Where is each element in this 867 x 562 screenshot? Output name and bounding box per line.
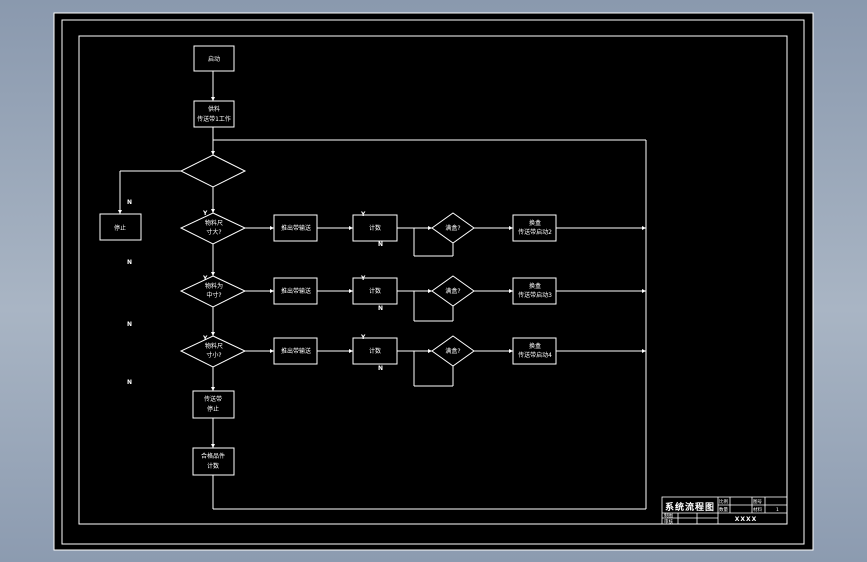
marker-yes-count-2: Y [360,275,366,282]
node-push-1 [273,214,318,242]
label-pack-2b: 传送带启动3 [518,291,552,299]
node-check-1 [179,212,247,245]
label-total-a: 合格品件 [201,452,225,460]
label-full-2: 满盒? [445,287,460,295]
label-push-1: 推出带输送 [281,224,311,232]
title-block-cell-material: 材料 [753,506,762,513]
marker-no-stop: N [127,199,132,206]
label-pack-1a: 换盒 [529,219,541,227]
label-push-2: 推出带输送 [281,287,311,295]
label-push-3: 推出带输送 [281,347,311,355]
label-stop: 停止 [114,224,126,232]
node-decision-main [179,154,247,188]
node-check-3 [179,335,247,368]
title-block-cell-review: 审核 [664,518,673,525]
label-check-2a: 物料为 [205,282,223,290]
label-pack-3b: 传送带启动4 [518,351,552,359]
title-block-title: 系统流程图 [665,501,715,513]
title-block-cell-count: 1 [776,507,779,513]
marker-yes-1: Y [202,210,208,217]
node-count-3 [352,337,398,365]
title-block-cell-drawn: 制图 [664,512,673,519]
title-block [661,496,788,525]
node-stop [99,213,142,241]
marker-yes-count-3: Y [360,334,366,341]
marker-yes-3: Y [202,335,208,342]
marker-no-count-3: N [378,365,383,372]
marker-no-2: N [127,321,132,328]
marker-no-3: N [127,379,132,386]
node-push-3 [273,337,318,365]
label-check-3a: 物料尺 [205,342,223,350]
label-total-b: 计数 [207,462,219,470]
label-check-2b: 中寸? [206,291,221,299]
label-feed-1: 供料 [208,105,220,113]
node-start [193,45,235,72]
label-check-3b: 寸小? [206,351,221,359]
marker-yes-2: Y [202,275,208,282]
label-full-3: 满盒? [445,347,460,355]
drawing-sheet [53,12,814,551]
node-feed [193,100,235,128]
marker-no-1: N [127,259,132,266]
node-count-1 [352,214,398,242]
connector-lines [119,71,647,510]
node-belt-stop [192,390,235,419]
outer-frame [61,19,805,545]
label-check-1b: 寸大? [206,228,221,236]
node-check-2 [179,275,247,308]
marker-no-count-2: N [378,305,383,312]
label-pack-1b: 传送带启动2 [518,228,552,236]
node-pack-2 [512,277,557,305]
label-start: 启动 [208,55,220,63]
label-belt-stop-a: 传送带 [204,395,222,403]
marker-yes-count-1: Y [360,211,366,218]
node-full-2 [431,275,475,307]
node-total [192,447,235,476]
title-block-drawing-code: XXXX [735,516,758,523]
node-pack-1 [512,214,557,242]
label-pack-3a: 换盒 [529,342,541,350]
label-feed-2: 传送带1工作 [197,115,231,123]
label-count-3: 计数 [369,347,381,355]
arrowheads [118,97,646,448]
label-full-1: 满盒? [445,224,460,232]
label-belt-stop-b: 停止 [207,405,219,413]
node-count-2 [352,277,398,305]
inner-frame [78,35,788,525]
node-push-2 [273,277,318,305]
title-block-cell-scale: 比例 [719,498,728,505]
title-block-cell-number: 图号 [753,499,762,505]
node-full-1 [431,212,475,244]
title-block-cell-quantity: 数量 [719,506,728,513]
node-pack-3 [512,337,557,365]
node-full-3 [431,335,475,367]
label-pack-2a: 换盒 [529,282,541,290]
marker-no-count-1: N [378,241,383,248]
label-count-1: 计数 [369,224,381,232]
label-count-2: 计数 [369,287,381,295]
label-check-1a: 物料尺 [205,219,223,227]
